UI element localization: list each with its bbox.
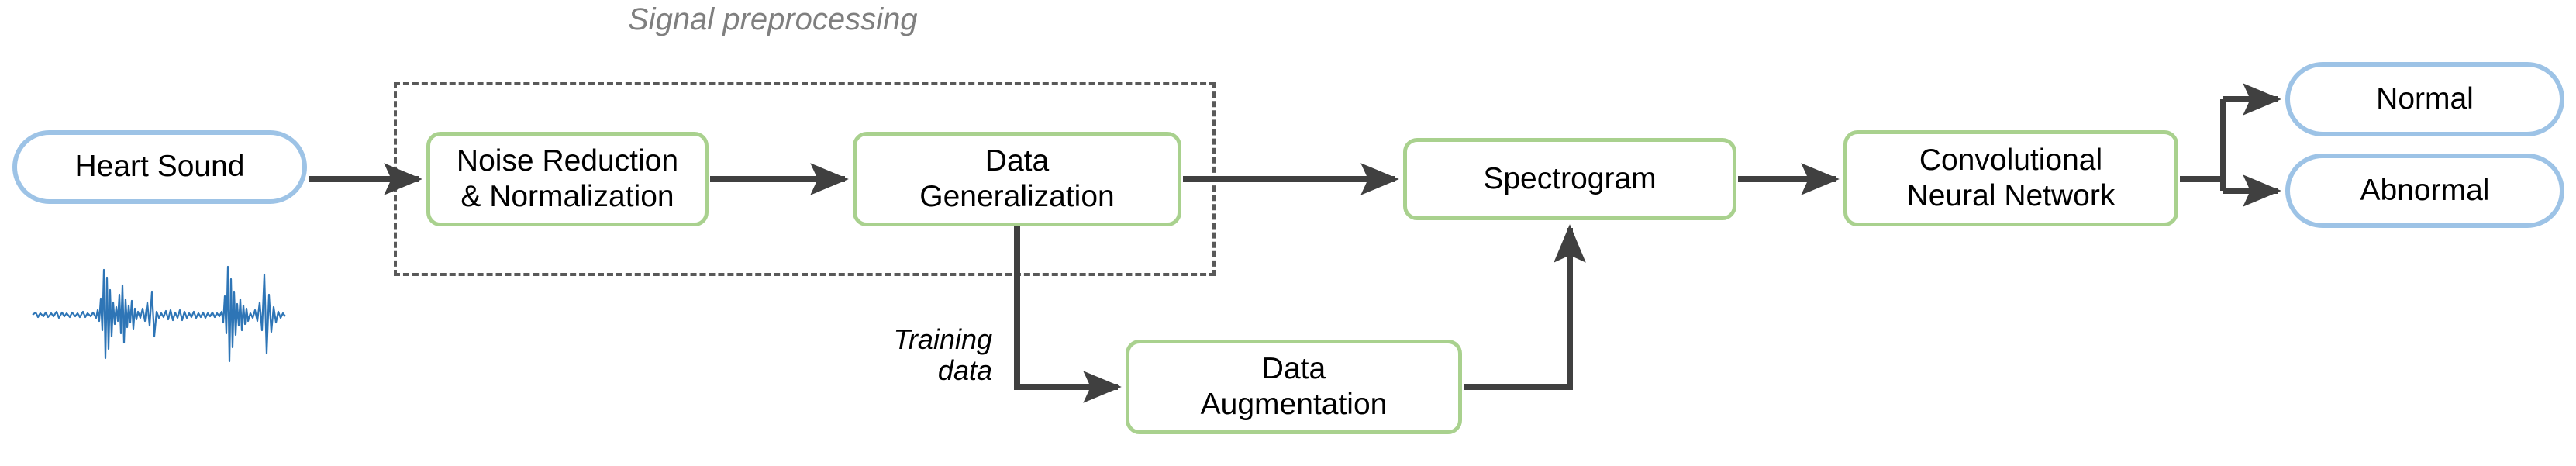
node-cnn-line2: Neural Network <box>1906 179 2116 212</box>
edge-label-training-data: Training data <box>860 323 992 387</box>
arrow-dataaugmentation-to-spectrogram <box>1464 224 1586 390</box>
node-data-augmentation[interactable]: Data Augmentation <box>1126 340 1462 434</box>
node-convolutional-neural-network[interactable]: Convolutional Neural Network <box>1843 130 2178 226</box>
node-noise-reduction-line2: & Normalization <box>460 180 674 213</box>
edge-label-training-data-line2: data <box>937 354 992 387</box>
node-normal-label: Normal <box>2376 81 2474 116</box>
node-abnormal[interactable]: Abnormal <box>2285 154 2564 228</box>
node-data-generalization-line2: Generalization <box>919 180 1115 213</box>
group-signal-preprocessing-title: Signal preprocessing <box>628 2 918 36</box>
node-cnn-line1: Convolutional <box>1919 143 2103 177</box>
node-spectrogram-label: Spectrogram <box>1483 161 1657 195</box>
node-noise-reduction-normalization[interactable]: Noise Reduction & Normalization <box>426 132 709 226</box>
node-normal[interactable]: Normal <box>2285 62 2564 136</box>
heart-sound-waveform-icon <box>31 256 287 372</box>
edge-label-training-data-line1: Training <box>893 323 992 355</box>
node-data-augmentation-line1: Data <box>1261 351 1326 385</box>
node-spectrogram[interactable]: Spectrogram <box>1403 138 1736 220</box>
node-heart-sound-label: Heart Sound <box>74 150 245 184</box>
node-data-augmentation-line2: Augmentation <box>1200 388 1388 421</box>
node-data-generalization-line1: Data <box>985 143 1050 178</box>
node-heart-sound[interactable]: Heart Sound <box>12 130 307 204</box>
node-abnormal-label: Abnormal <box>2360 173 2490 207</box>
node-data-generalization[interactable]: Data Generalization <box>853 132 1181 226</box>
node-noise-reduction-line1: Noise Reduction <box>456 143 679 178</box>
